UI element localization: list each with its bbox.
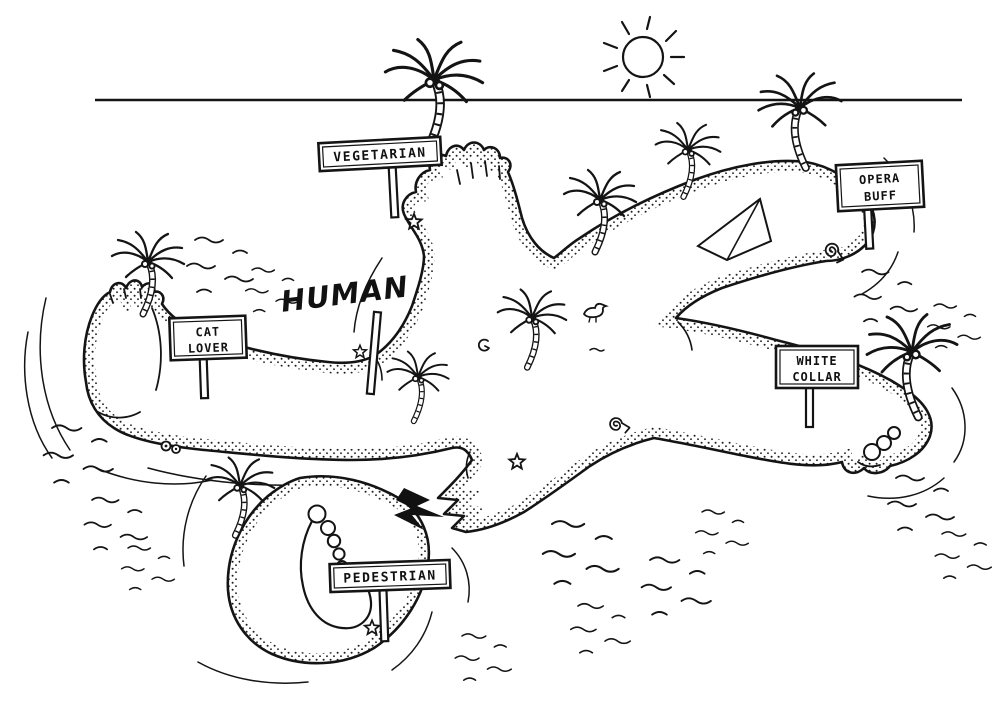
- sign-white-collar: WHITE COLLAR: [774, 344, 860, 429]
- snails-icon: [160, 440, 181, 454]
- sign-post: [863, 207, 875, 250]
- sign-board-inner: [779, 349, 855, 385]
- bird-icon: [582, 302, 609, 323]
- sign-board-inner: [172, 319, 244, 357]
- navel-mark: [477, 338, 490, 352]
- sign-post: [198, 356, 210, 400]
- left-foot-contours: [97, 288, 162, 419]
- curled-hand: [857, 426, 901, 468]
- sun-icon: [602, 15, 686, 99]
- sign-label-line2: LOVER: [188, 340, 230, 355]
- sign-board-inner: [333, 563, 447, 589]
- shoreline-ripples: [23, 157, 966, 684]
- sign-label: PEDESTRIAN: [343, 568, 437, 586]
- sand-squiggle: [589, 347, 605, 352]
- collar-shape: [696, 197, 773, 262]
- hand-fingers: [456, 160, 501, 185]
- sign-board: [167, 314, 249, 362]
- sign-label-line2: COLLAR: [792, 370, 841, 384]
- sign-label-line1: WHITE: [796, 354, 837, 368]
- sign-label-line1: CAT: [195, 325, 220, 340]
- lightning-break-icon: [394, 488, 444, 530]
- sign-vegetarian: VEGETARIAN: [316, 135, 444, 219]
- sign-board: [834, 159, 926, 213]
- sign-post: [365, 310, 383, 396]
- sign-board-inner: [321, 140, 439, 168]
- sign-post: [378, 587, 390, 643]
- sign-board: [774, 344, 860, 390]
- sign-label-line1: OPERA: [859, 171, 901, 187]
- sign-post: [387, 164, 400, 219]
- sign-opera-buff: OPERA BUFF: [834, 159, 926, 250]
- sign-board-inner: [839, 164, 921, 208]
- sign-cat-lover: CAT LOVER: [167, 314, 249, 400]
- sign-pedestrian: PEDESTRIAN: [328, 558, 452, 643]
- sign-board: [328, 558, 452, 594]
- sign-label: VEGETARIAN: [333, 146, 427, 166]
- sign-label-line2: BUFF: [864, 188, 898, 204]
- sign-post: [804, 385, 815, 429]
